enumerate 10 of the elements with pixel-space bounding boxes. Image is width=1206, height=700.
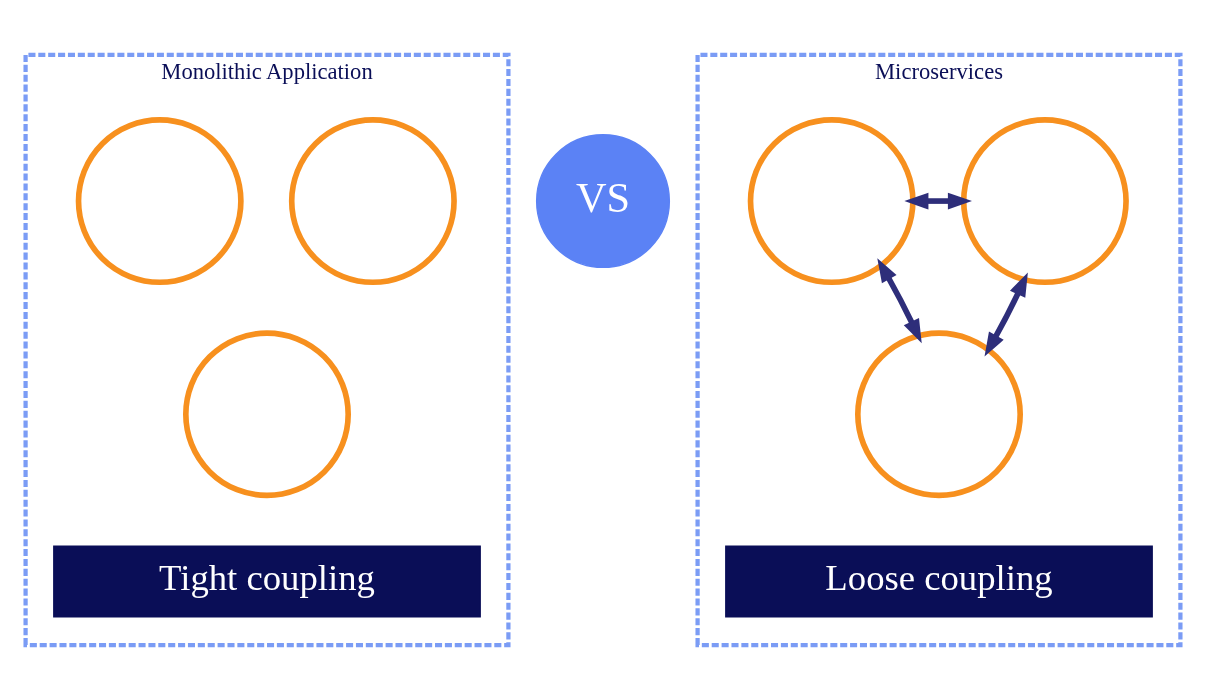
node-box: Loose coupling — [725, 545, 1153, 618]
node-circle — [960, 117, 1129, 286]
arrow — [877, 258, 922, 344]
arrow — [904, 192, 972, 210]
node-circle — [75, 117, 244, 286]
node-circle — [288, 117, 457, 286]
arrow — [984, 272, 1028, 357]
node-circle — [183, 330, 351, 499]
node-circle: VS — [535, 134, 671, 269]
node-box: Tight coupling — [53, 545, 481, 618]
